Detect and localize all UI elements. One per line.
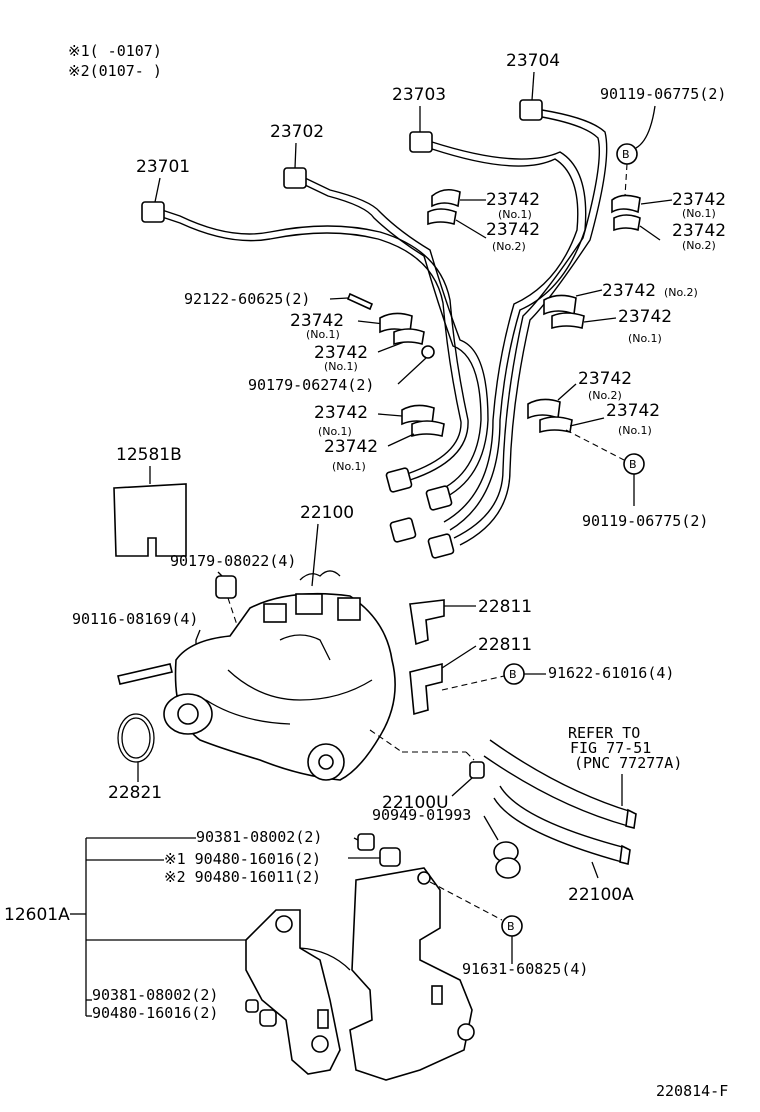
label-clamp-a1-sub: (No.1) <box>682 207 716 220</box>
label-90381-b: 90381-08002(2) <box>92 986 218 1004</box>
label-clamp-e2-sub: (No.1) <box>628 332 662 345</box>
label-90179-b: 90179-08022(4) <box>170 552 296 570</box>
marker-b-4-text: B <box>507 920 515 933</box>
label-90480-a: ※1 90480-16016(2) <box>164 850 321 868</box>
washer-icon <box>245 999 259 1013</box>
label-clamp-f1: 23742 <box>578 369 632 389</box>
marker-b-3-text: B <box>509 668 517 681</box>
clamp-icon <box>431 188 461 208</box>
label-90381-a: 90381-08002(2) <box>196 828 322 846</box>
label-clamp-d1-sub: (No.1) <box>318 425 352 438</box>
label-91622: 91622-61016(4) <box>548 664 674 682</box>
label-clamp-b1: 23742 <box>486 190 540 210</box>
o-ring-icon <box>117 713 155 763</box>
label-clamp-c1: 23742 <box>290 311 344 331</box>
label-91631: 91631-60825(4) <box>462 960 588 978</box>
bolt-icon <box>346 292 374 311</box>
label-clamp-b2-sub: (No.2) <box>492 240 526 253</box>
label-92122: 92122-60625(2) <box>184 290 310 308</box>
label-clamp-e1-sub: (No.2) <box>664 286 698 299</box>
bushing-icon <box>259 1009 277 1027</box>
label-clamp-a1: 23742 <box>672 190 726 210</box>
note-1: ※1( -0107) <box>68 42 162 60</box>
label-90119-top: 90119-06775(2) <box>600 85 726 103</box>
clamp-icon <box>527 398 561 420</box>
stud-icon <box>117 663 173 685</box>
label-clamp-b1-sub: (No.1) <box>498 208 532 221</box>
marker-b-1-text: B <box>622 148 630 161</box>
label-clamp-f1-sub: (No.2) <box>588 389 622 402</box>
label-90480-b: ※2 90480-16011(2) <box>164 868 321 886</box>
refer-line-2: FIG 77-51 <box>570 739 651 757</box>
refer-line-1: REFER TO <box>568 724 640 742</box>
hose-refer <box>489 739 633 813</box>
injection-pipes <box>141 99 608 559</box>
bracket-icon <box>409 599 445 646</box>
label-clamp-c2-sub: (No.1) <box>324 360 358 373</box>
label-12581b: 12581B <box>116 445 182 465</box>
label-clamp-f2: 23742 <box>606 401 660 421</box>
note-2: ※2(0107- ) <box>68 62 162 80</box>
nut-icon <box>215 575 237 599</box>
label-90949: 90949-01993 <box>372 806 471 824</box>
label-clamp-b2: 23742 <box>486 220 540 240</box>
label-clamp-c2: 23742 <box>314 343 368 363</box>
plate-12581b <box>113 483 187 557</box>
label-clamp-d2: 23742 <box>324 437 378 457</box>
figure-code: 220814-F <box>656 1082 728 1100</box>
label-clamp-e1: 23742 <box>602 281 656 301</box>
nut-icon <box>421 345 435 359</box>
label-clamp-c1-sub: (No.1) <box>306 328 340 341</box>
pipe-23701-nut <box>141 201 165 223</box>
label-clamp-d2-sub: (No.1) <box>332 460 366 473</box>
label-clamp-e2: 23742 <box>618 307 672 327</box>
clamp-icon <box>543 294 577 316</box>
pump-body-icon <box>163 570 396 781</box>
label-22821: 22821 <box>108 783 162 803</box>
label-90119-bottom: 90119-06775(2) <box>582 512 708 530</box>
label-clamp-a2: 23742 <box>672 221 726 241</box>
label-12601a: 12601A <box>4 905 70 925</box>
label-clamp-f2-sub: (No.1) <box>618 424 652 437</box>
refer-line-3: (PNC 77277A) <box>574 754 682 772</box>
engine-mount-bracket-icon <box>245 867 475 1081</box>
label-22100u: 22100U <box>382 793 449 813</box>
label-90179-a: 90179-06274(2) <box>248 376 374 394</box>
marker-b-2-text: B <box>629 458 637 471</box>
label-clamp-d1: 23742 <box>314 403 368 423</box>
label-clamp-a2-sub: (No.2) <box>682 239 716 252</box>
label-90480-c: 90480-16016(2) <box>92 1004 218 1022</box>
label-90116: 90116-08169(4) <box>72 610 198 628</box>
label-23701: 23701 <box>136 157 190 177</box>
label-23703: 23703 <box>392 85 446 105</box>
label-22811-b: 22811 <box>478 635 532 655</box>
bracket-icon <box>409 662 443 716</box>
label-23702: 23702 <box>270 122 324 142</box>
label-23704: 23704 <box>506 51 560 71</box>
washer-icon <box>357 833 375 851</box>
hose-end-icon <box>469 761 485 779</box>
bushing-icon <box>379 847 401 867</box>
label-22100a: 22100A <box>568 885 634 905</box>
label-22100: 22100 <box>300 503 354 523</box>
label-22811-a: 22811 <box>478 597 532 617</box>
clamp-icon <box>611 194 641 214</box>
hose-clamp-icon <box>493 841 521 879</box>
